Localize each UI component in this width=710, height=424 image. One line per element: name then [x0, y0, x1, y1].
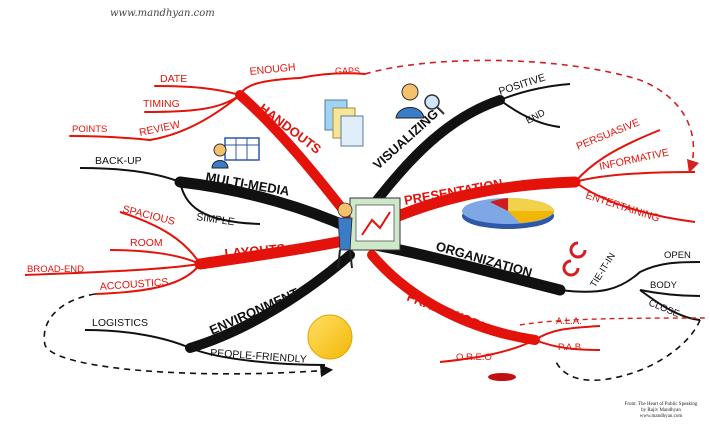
swirl-icons [562, 241, 587, 277]
label-date: DATE [160, 73, 187, 85]
label-close: CLOSE [647, 298, 681, 320]
label-peoplefriendly: PEOPLE-FRIENDLY [210, 347, 307, 366]
credit-line: by Rajiv Mandhyan [641, 408, 681, 413]
close-dashed-connector [554, 319, 701, 381]
oreo-red-blob [488, 373, 516, 381]
label-room: ROOM [130, 237, 163, 249]
presentation-subbranches [574, 129, 696, 223]
gaps-dashed-connector [364, 59, 700, 174]
person-magnifier-icon [395, 83, 445, 119]
presenter-chart-icon [211, 137, 260, 169]
label-positive: POSITIVE [497, 71, 547, 97]
layouts-subbranches [24, 211, 201, 295]
label-broadend: BROAD-END [27, 264, 84, 275]
label-gaps: GAPS [335, 66, 360, 76]
credit-note: From: The Heart of Public Speaking by Ra… [616, 402, 706, 420]
label-oreo: O.R.E.O [456, 352, 492, 363]
label-pab: P.A.B. [558, 342, 584, 353]
pie-chart-icon [462, 198, 554, 229]
label-tieitin: TIE-IT-IN [588, 251, 618, 290]
label-body: BODY [650, 280, 678, 291]
label-persuasive: PERSUASIVE [575, 117, 642, 153]
label-layouts: LAYOUTS [224, 241, 286, 261]
organization-subbranches [559, 261, 701, 321]
documents-icon [324, 99, 364, 147]
label-ala: A.L.A. [556, 316, 582, 327]
label-informative: INFORMATIVE [598, 146, 670, 172]
accoustics-dashed-connector [43, 293, 334, 378]
label-logistics: LOGISTICS [92, 317, 148, 329]
handouts-subbranches [69, 72, 366, 141]
website-url: www.mandhyan.com [110, 8, 215, 19]
branch-multimedia [174, 176, 356, 234]
label-entertaining: ENTERTAINING [584, 189, 661, 224]
frameworks-subbranches [439, 325, 601, 363]
label-timing: TIMING [143, 98, 180, 110]
label-environment: ENVIRONMENT [207, 285, 301, 338]
label-enough: ENOUGH [249, 61, 296, 78]
multimedia-subbranches [79, 167, 261, 225]
visualizing-subbranches [499, 83, 571, 128]
label-simple: SIMPLE [196, 211, 236, 228]
center-speaker-illustration [337, 197, 401, 269]
branch-layouts [194, 234, 354, 270]
frameworks-dashed-connector [519, 317, 706, 326]
sun-icon [307, 314, 353, 360]
label-points: POINTS [72, 124, 107, 135]
label-frameworks: FRAMEWORKS [405, 289, 500, 339]
credit-line: www.mandhyan.com [639, 414, 683, 419]
credit-line: From: The Heart of Public Speaking [624, 402, 698, 407]
label-spacious: SPACIOUS [121, 203, 176, 228]
label-open: OPEN [664, 250, 691, 261]
branch-environment [185, 250, 355, 353]
label-review: REVIEW [138, 119, 181, 139]
environment-subbranches [84, 329, 326, 366]
branch-frameworks [367, 250, 540, 345]
label-accoustics: ACCOUSTICS [99, 276, 169, 293]
label-backup: BACK-UP [95, 155, 142, 167]
